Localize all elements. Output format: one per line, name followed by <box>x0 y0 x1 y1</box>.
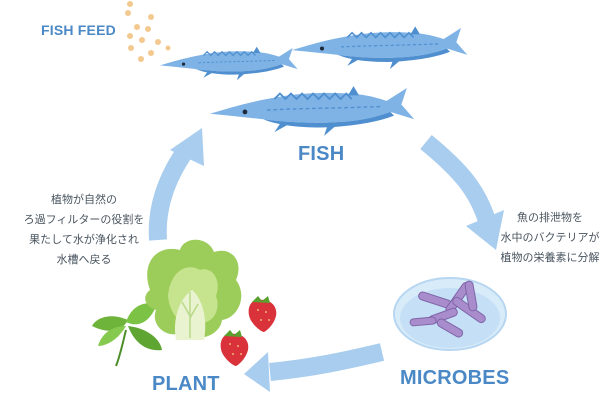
microbes-label: MICROBES <box>400 367 510 389</box>
strawberry-icon <box>248 296 277 332</box>
cycle-arrow <box>148 135 497 381</box>
fish-icon <box>291 25 469 70</box>
strawberry-icon <box>220 330 249 366</box>
fish-label: FISH <box>298 143 345 165</box>
fish-feed-dots <box>125 1 171 62</box>
lettuce-icon <box>145 239 242 340</box>
note-line: 魚の排泄物を <box>517 211 583 224</box>
note-line: ろ過フィルターの役割を <box>23 213 145 226</box>
basil-icon <box>92 303 162 367</box>
note-line: 果たして水が浄化され <box>29 233 139 246</box>
plant-to-fish-note: 植物が自然の ろ過フィルターの役割を 果たして水が浄化され 水槽へ戻る <box>4 190 164 270</box>
note-line: 水中のバクテリアが <box>500 231 600 244</box>
cycle-arrow-heads <box>170 128 504 392</box>
note-line: 植物が自然の <box>51 193 117 206</box>
note-line: 水槽へ戻る <box>56 253 112 266</box>
note-line: 植物の栄養素に分解 <box>500 251 600 264</box>
fish-icon <box>159 46 299 81</box>
fish-icon <box>209 85 416 137</box>
fish-feed-label: FISH FEED <box>41 22 116 38</box>
microbes-dish-icon <box>393 277 507 351</box>
plant-label: PLANT <box>152 373 220 395</box>
fish-to-microbes-note: 魚の排泄物を 水中のバクテリアが 植物の栄養素に分解 <box>488 208 611 268</box>
